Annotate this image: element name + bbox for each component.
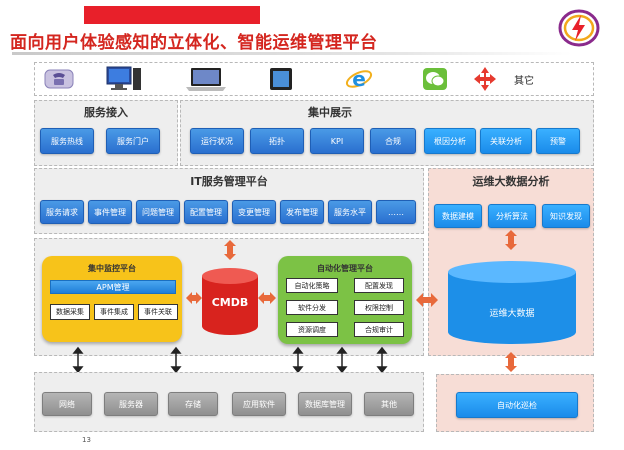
more-button[interactable]: …… (376, 200, 416, 224)
data-modeling-button[interactable]: 数据建模 (434, 204, 482, 228)
big-data-cylinder-label: 运维大数据 (489, 309, 535, 319)
arrows-icon (468, 65, 502, 93)
config-discovery-button[interactable]: 配置发现 (354, 278, 404, 293)
title-underline (12, 52, 572, 55)
analysis-algorithm-button[interactable]: 分析算法 (488, 204, 536, 228)
others-button[interactable]: 其他 (364, 392, 414, 416)
apm-bar[interactable]: APM管理 (50, 280, 176, 294)
big-data-cylinder (448, 261, 576, 344)
topology-button[interactable]: 拓扑 (250, 128, 304, 154)
cmdb-cylinder[interactable] (200, 266, 260, 338)
automation-policy-button[interactable]: 自动化策略 (286, 278, 338, 293)
root-cause-analysis-button[interactable]: 根因分析 (424, 128, 476, 154)
big-data-title: 运维大数据分析 (472, 175, 550, 188)
service-hotline-button[interactable]: 服务热线 (40, 128, 94, 154)
software-distribution-button[interactable]: 软件分发 (286, 300, 338, 315)
service-level-button[interactable]: 服务水平 (328, 200, 372, 224)
permission-control-button[interactable]: 权限控制 (354, 300, 404, 315)
cmdb-label: CMDB (211, 296, 249, 309)
compliance-button[interactable]: 合规 (370, 128, 416, 154)
service-portal-button[interactable]: 服务门户 (106, 128, 160, 154)
event-integration-button[interactable]: 事件集成 (94, 304, 134, 320)
compliance-audit-button[interactable]: 合规审计 (354, 322, 404, 337)
database-management-button[interactable]: 数据库管理 (298, 392, 352, 416)
page-title: 面向用户体验感知的立体化、智能运维管理平台 (10, 33, 378, 53)
other-devices-label: 其它 (514, 76, 534, 87)
service-request-button[interactable]: 服务请求 (40, 200, 84, 224)
automation-platform-title: 自动化管理平台 (317, 264, 373, 273)
network-button[interactable]: 网络 (42, 392, 92, 416)
phone-icon (42, 66, 76, 92)
event-correlation-button[interactable]: 事件关联 (138, 304, 178, 320)
change-management-button[interactable]: 变更管理 (232, 200, 276, 224)
central-display-title: 集中展示 (308, 106, 352, 119)
company-logo-icon (558, 9, 600, 47)
storage-button[interactable]: 存储 (168, 392, 218, 416)
application-software-button[interactable]: 应用软件 (232, 392, 286, 416)
monitor-platform-title: 集中监控平台 (88, 264, 136, 273)
config-management-button[interactable]: 配置管理 (184, 200, 228, 224)
server-icon (104, 65, 144, 93)
laptop-icon (184, 65, 228, 93)
svg-text:e: e (352, 67, 366, 91)
monitor-platform (42, 256, 182, 342)
early-warning-button[interactable]: 预警 (536, 128, 580, 154)
correlation-analysis-button[interactable]: 关联分析 (480, 128, 532, 154)
itsm-title: IT服务管理平台 (190, 175, 268, 188)
infrastructure-panel (34, 372, 424, 432)
header-red-bar (84, 6, 260, 24)
wechat-icon (420, 65, 450, 93)
release-management-button[interactable]: 发布管理 (280, 200, 324, 224)
ie-browser-icon: e (344, 65, 374, 93)
servers-button[interactable]: 服务器 (104, 392, 158, 416)
data-collection-button[interactable]: 数据采集 (50, 304, 90, 320)
device-row (34, 62, 594, 96)
kpi-button[interactable]: KPI (310, 128, 364, 154)
auto-inspection-button[interactable]: 自动化巡检 (456, 392, 578, 418)
run-status-button[interactable]: 运行状况 (190, 128, 244, 154)
apm-label: APM管理 (96, 282, 130, 292)
service-access-title: 服务接入 (84, 106, 128, 119)
problem-management-button[interactable]: 问题管理 (136, 200, 180, 224)
resource-scheduling-button[interactable]: 资源调度 (286, 322, 338, 337)
knowledge-discovery-button[interactable]: 知识发现 (542, 204, 590, 228)
incident-management-button[interactable]: 事件管理 (88, 200, 132, 224)
tablet-icon (266, 65, 296, 93)
page-number: 13 (82, 436, 91, 444)
